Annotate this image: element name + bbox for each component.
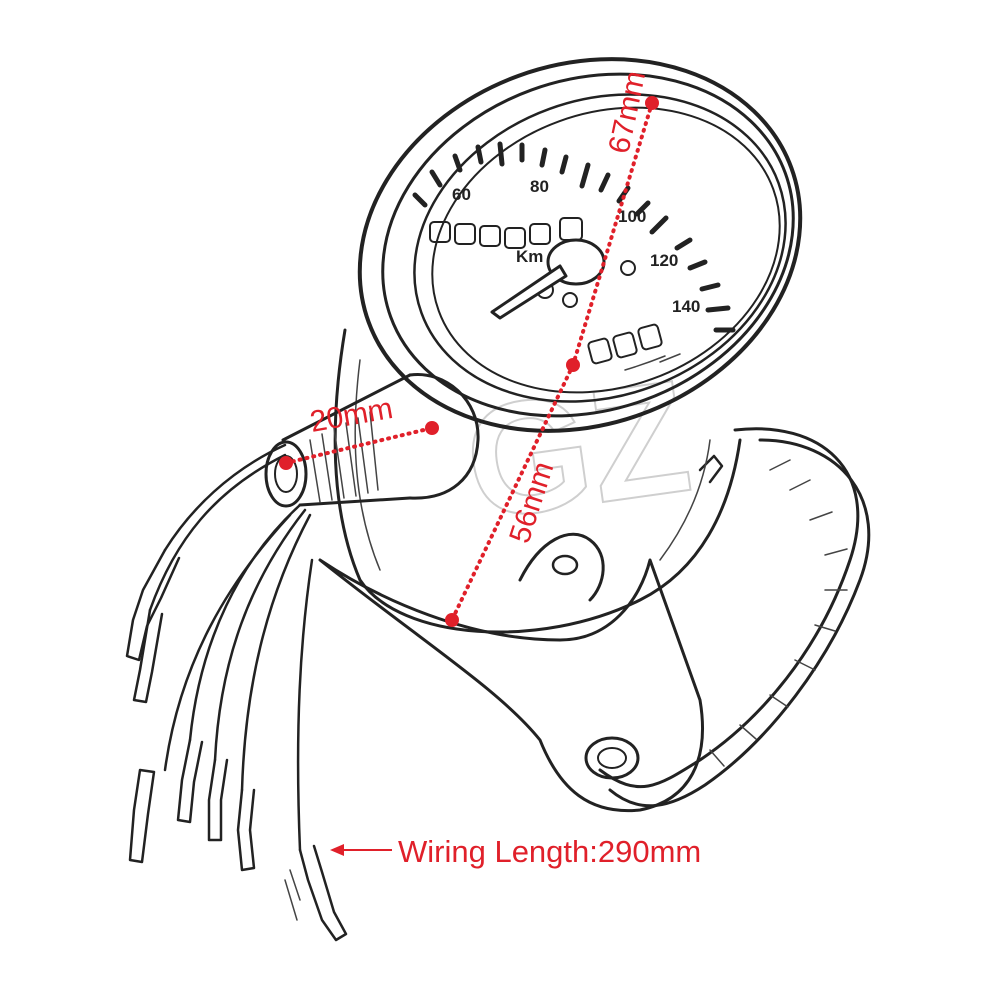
wire-terminal: [132, 608, 164, 704]
indicator-light: [562, 292, 578, 308]
wire-terminal: [298, 844, 348, 942]
wiring-length-label: Wiring Length:290mm: [398, 834, 701, 869]
wire-terminal: [236, 788, 256, 872]
unit-label: Km: [516, 247, 543, 266]
watermark-logo: GZ: [455, 345, 700, 553]
scale-label-100: 100: [618, 207, 646, 226]
height-dimension-label: 67mm: [603, 68, 653, 156]
speedometer-dial: 60 80 100 120 140 Km: [412, 141, 736, 371]
scale-label-120: 120: [650, 251, 678, 270]
wire-terminal: [207, 758, 229, 842]
cable-connector: [264, 372, 480, 508]
indicator-light: [620, 260, 636, 276]
speedometer-housing: [333, 328, 742, 634]
cable-loop: [598, 427, 871, 808]
speedometer-bezel: [357, 57, 803, 433]
wire-terminal: [176, 738, 204, 824]
connector-dimension-label: 20mm: [307, 392, 395, 439]
scale-label-80: 80: [530, 177, 549, 196]
wire-terminal: [125, 548, 181, 662]
trip-counter: [587, 323, 681, 371]
needle: [490, 264, 568, 320]
mounting-bracket: [318, 532, 704, 813]
wire-terminal: [128, 768, 156, 864]
arrow-left-icon: [330, 844, 344, 856]
scale-label-60: 60: [452, 185, 471, 204]
scale-label-140: 140: [672, 297, 700, 316]
wiring-note: Wiring Length:290mm: [330, 834, 701, 869]
wiring-harness: [125, 443, 348, 942]
